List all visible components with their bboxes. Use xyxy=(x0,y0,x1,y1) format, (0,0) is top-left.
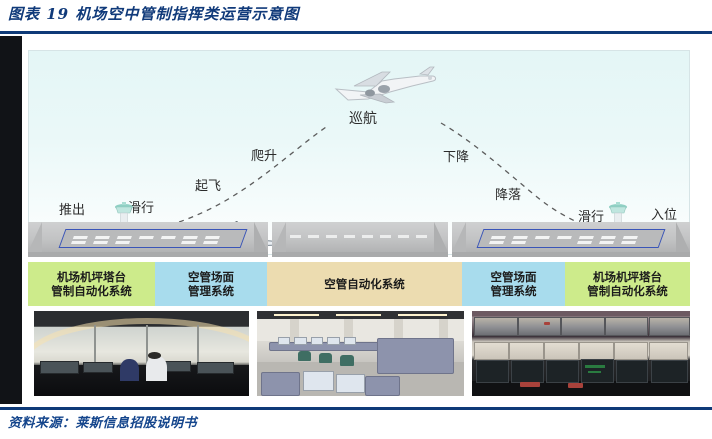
system-box-atm-automation[interactable]: 空管自动化系统 xyxy=(267,262,462,306)
phase-label-climb: 爬升 xyxy=(251,149,278,164)
system-label-line1: 机场机坪塔台 xyxy=(593,269,662,284)
system-box-apron-tower-left[interactable]: 机场机坪塔台 管制自动化系统 xyxy=(28,262,155,306)
page-title: 图表 19 机场空中管制指挥类运营示意图 xyxy=(8,5,300,23)
flight-phase-diagram: 推出 滑行 起飞 爬升 巡航 下降 降落 滑行 入位 xyxy=(28,50,690,255)
phase-label-pushback: 推出 xyxy=(59,203,86,218)
title-divider xyxy=(0,31,712,34)
apron-area-left xyxy=(58,229,248,248)
phase-label-takeoff: 起飞 xyxy=(195,179,222,194)
system-box-surface-mgmt-left[interactable]: 空管场面 管理系统 xyxy=(155,262,267,306)
system-label-line2: 管理系统 xyxy=(490,284,537,298)
photo-atc-operations-room xyxy=(257,311,464,396)
airport-ground-band xyxy=(28,222,690,257)
phase-label-cruise: 巡航 xyxy=(349,111,377,127)
system-label-line1: 空管自动化系统 xyxy=(324,276,405,291)
page-left-margin xyxy=(0,36,22,404)
system-label-line2: 管理系统 xyxy=(188,284,234,298)
system-box-apron-tower-right[interactable]: 机场机坪塔台 管制自动化系统 xyxy=(565,262,690,306)
system-label-line1: 机场机坪塔台 xyxy=(57,269,126,284)
phase-label-landing: 降落 xyxy=(495,188,522,203)
aircraft-cruise-icon xyxy=(334,66,436,104)
phase-label-taxi-in: 滑行 xyxy=(578,210,605,225)
system-label-line1: 空管场面 xyxy=(188,269,234,284)
system-box-surface-mgmt-right[interactable]: 空管场面 管理系统 xyxy=(462,262,565,306)
phase-label-parking: 入位 xyxy=(651,208,678,223)
apron-area-right xyxy=(476,229,666,248)
system-label-line1: 空管场面 xyxy=(490,269,537,284)
phase-label-descent: 下降 xyxy=(443,150,470,165)
photo-control-tower-interior xyxy=(34,311,249,396)
photo-remote-tower-displays xyxy=(472,311,690,396)
system-label-line2: 管制自动化系统 xyxy=(51,284,132,298)
systems-legend-row: 机场机坪塔台 管制自动化系统 空管场面 管理系统 空管自动化系统 空管场面 管理… xyxy=(28,262,690,306)
photo-strip xyxy=(28,311,690,396)
system-label-line2: 管制自动化系统 xyxy=(587,284,668,298)
phase-label-taxi-out: 滑行 xyxy=(128,201,155,216)
source-note: 资料来源：莱斯信息招股说明书 xyxy=(8,416,198,431)
source-divider xyxy=(0,407,712,410)
title-bar: 图表 19 机场空中管制指挥类运营示意图 xyxy=(0,0,712,34)
